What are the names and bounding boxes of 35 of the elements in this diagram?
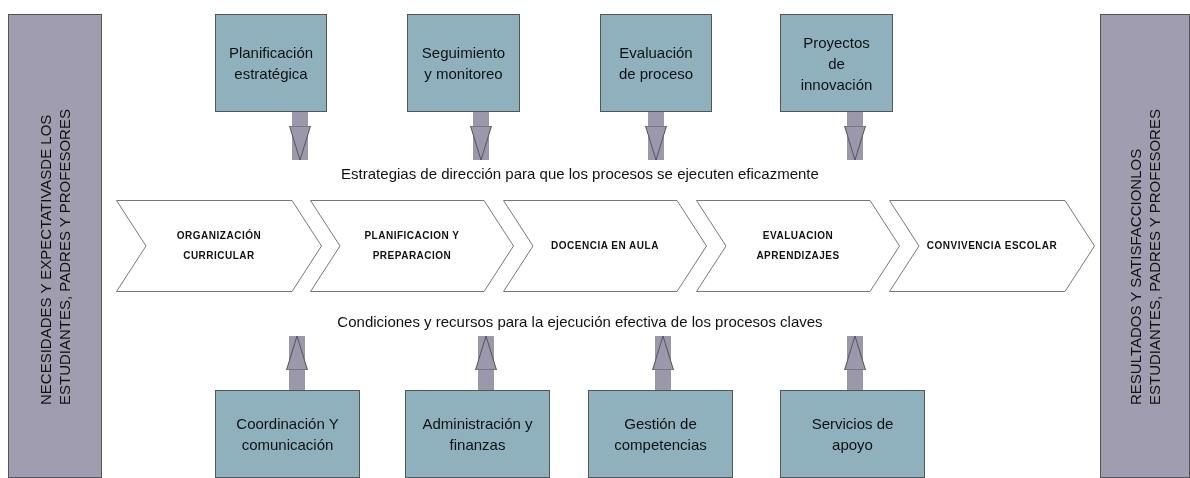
box-text: Planificación estratégica: [228, 43, 314, 84]
box-text: Coordinación Y comunicación: [235, 414, 340, 455]
box-text: Administración y finanzas: [422, 414, 533, 455]
chevron-text: EVALUACION APRENDIZAJES: [755, 229, 841, 263]
caption-text: Estrategias de dirección para que los procesos se ejecuten eficazmente: [250, 162, 910, 186]
side-panel: [1100, 14, 1190, 478]
block-arrow: [470, 112, 492, 161]
block-arrow: [652, 335, 674, 390]
process-box: [588, 390, 733, 478]
process-box: [407, 14, 520, 112]
block-arrow: [844, 112, 866, 161]
box-text: Evaluación de proceso: [617, 43, 695, 84]
chevron-text: DOCENCIA EN AULA: [551, 239, 659, 253]
process-box: [780, 390, 925, 478]
caption-text: Condiciones y recursos para la ejecución efectiva de los procesos claves: [250, 310, 910, 334]
process-box: [405, 390, 550, 478]
chevron-text: ORGANIZACIÓN CURRICULAR: [175, 228, 263, 263]
block-arrow: [289, 112, 311, 161]
process-box: [780, 14, 893, 112]
box-text: Proyectos de innovación: [799, 32, 874, 95]
block-arrow: [475, 335, 497, 390]
chevron-text: PLANIFICACION Y PREPARACION: [363, 229, 461, 263]
box-text: Gestión de competencias: [613, 414, 708, 455]
process-box: [215, 14, 327, 112]
block-arrow: [844, 335, 866, 390]
block-arrow: [286, 335, 308, 390]
process-box: [600, 14, 712, 112]
process-box: [215, 390, 360, 478]
box-text: Servicios de apoyo: [810, 414, 895, 455]
box-text: Seguimiento y monitoreo: [421, 43, 506, 84]
block-arrow: [645, 112, 667, 161]
chevron-text: CONVIVENCIA ESCOLAR: [926, 239, 1058, 253]
side-panel: [8, 14, 102, 478]
panel-text: RESULTADOS Y SATISFACCIONLOS ESTUDIANTES, PADRES Y PROFESORES: [1126, 108, 1164, 405]
panel-text: NECESIDADES Y EXPECTATIVASDE LOS ESTUDIANTES, PADRES Y PROFESORES: [36, 108, 74, 405]
